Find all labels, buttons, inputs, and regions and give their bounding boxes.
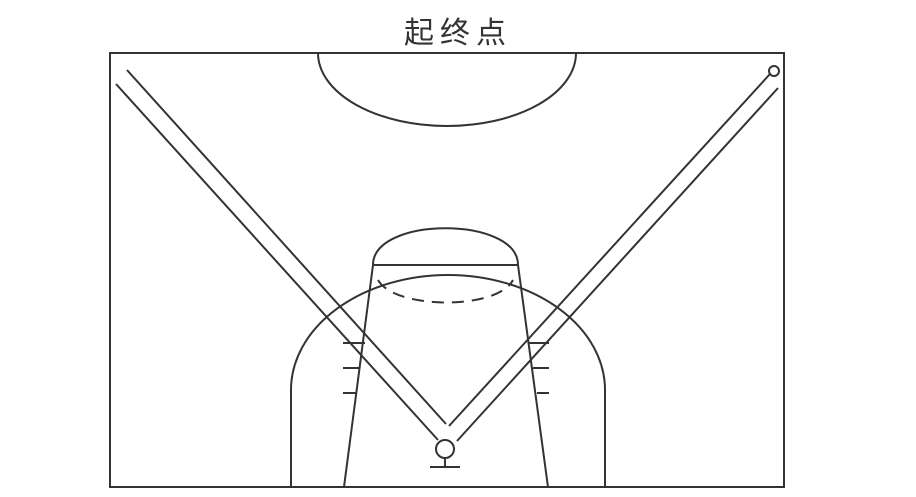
basket-ring xyxy=(435,439,455,459)
three-point-line xyxy=(290,274,606,487)
start-marker xyxy=(768,65,780,77)
left-corridor-inner xyxy=(126,69,447,425)
diagram-title: 起终点 xyxy=(404,16,512,51)
top-center-arc xyxy=(317,52,577,127)
lane-right-side xyxy=(517,264,549,488)
free-throw-circle-top xyxy=(372,227,519,266)
right-corridor-outer xyxy=(456,87,779,442)
lane-left-side xyxy=(343,264,374,488)
left-corridor-outer xyxy=(115,83,439,441)
right-corridor-inner xyxy=(448,73,771,427)
free-throw-circle-bottom xyxy=(377,279,514,304)
court-boundary xyxy=(109,52,785,488)
